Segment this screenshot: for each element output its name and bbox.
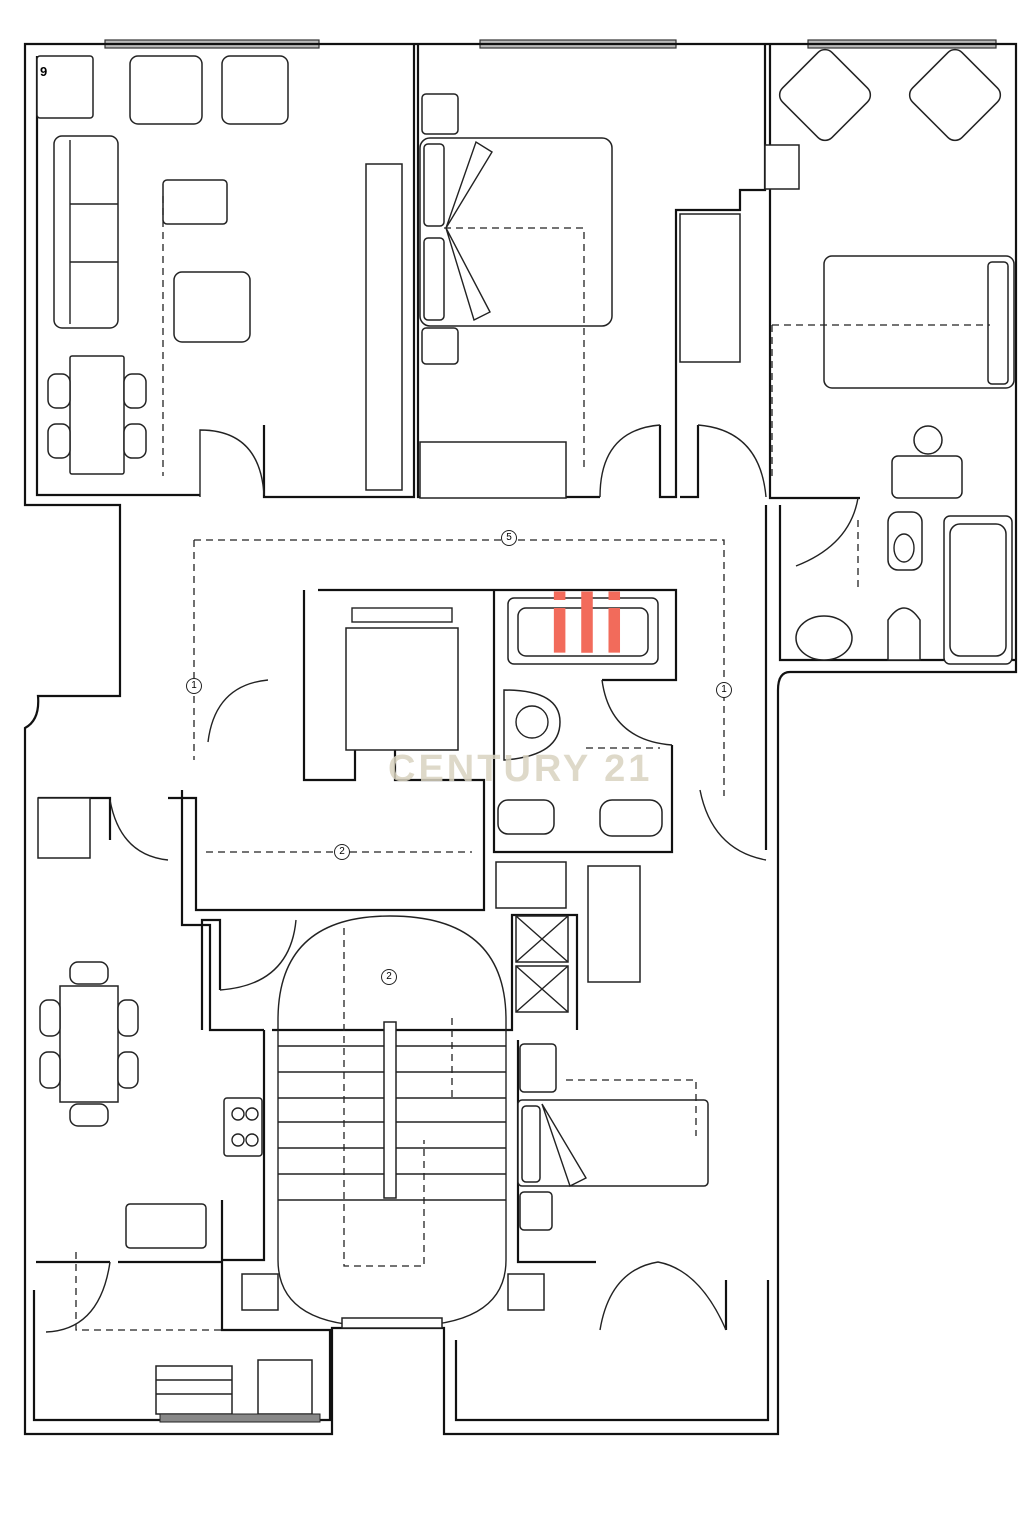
doors (45, 424, 859, 1333)
walls (23, 42, 1018, 1436)
living-room-furniture (36, 55, 403, 491)
circuit-marker: 5 (501, 530, 517, 546)
circuit-marker: 2 (381, 969, 397, 985)
electrical-circuits (75, 196, 990, 1331)
watermark: CENTURY 21 (388, 748, 653, 790)
cabinet-label: 9 (40, 64, 48, 79)
circuit-marker: 2 (334, 844, 350, 860)
kitchen-dining-furniture (37, 797, 545, 1423)
stairwell (277, 607, 507, 1329)
bedroom-2-furniture (764, 48, 1015, 499)
circuit-marker: 1 (716, 682, 732, 698)
bedroom-1-furniture (419, 93, 741, 499)
brand-logo: ili (548, 577, 631, 671)
bedroom-3-furniture (517, 1043, 709, 1231)
circuit-marker: 1 (186, 678, 202, 694)
bathroom-fixtures (495, 511, 1013, 1013)
